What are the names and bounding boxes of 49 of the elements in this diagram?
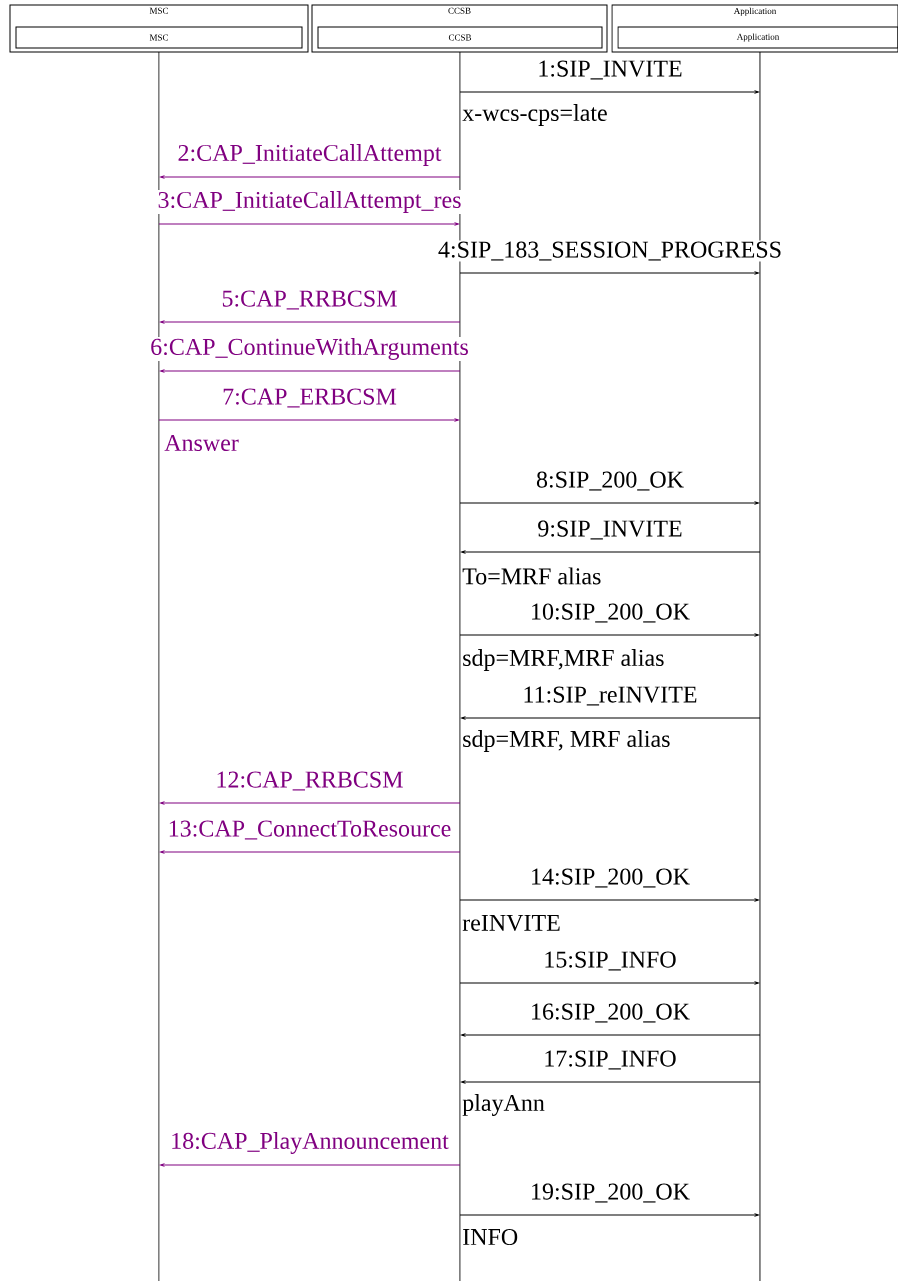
message-arrow: [459, 898, 759, 902]
message-arrow: [461, 550, 761, 554]
message-label: 11:SIP_reINVITE: [521, 685, 699, 707]
message-label: 8:SIP_200_OK: [535, 470, 685, 492]
message-arrow: [461, 1033, 761, 1037]
note-text: playAnn: [461, 1093, 546, 1117]
note-text: x-wcs-cps=late: [461, 103, 609, 127]
note-text: sdp=MRF, MRF alias: [461, 729, 672, 753]
message-label: 9:SIP_INVITE: [536, 519, 684, 541]
message-arrow: [459, 633, 759, 637]
message-label: 1:SIP_INVITE: [536, 59, 684, 81]
message-arrow: [160, 320, 461, 324]
message-arrow: [459, 501, 759, 505]
message-arrow: [158, 418, 459, 422]
message-arrow: [160, 175, 461, 179]
message-label: 12:CAP_RRBCSM: [214, 770, 405, 792]
message-label: 13:CAP_ConnectToResource: [166, 819, 453, 841]
message-label: 18:CAP_PlayAnnouncement: [169, 1131, 450, 1155]
note-text: Answer: [163, 433, 240, 453]
message-arrow: [160, 369, 461, 373]
message-label: 6:CAP_ContinueWithArguments: [149, 337, 470, 361]
message-label: 4:SIP_183_SESSION_PROGRESS: [436, 240, 784, 262]
participant-box: MSC: [15, 26, 303, 49]
message-arrow: [160, 1163, 461, 1167]
participant-box: CCSB: [317, 26, 603, 49]
message-arrow: [461, 716, 761, 720]
message-label: 16:SIP_200_OK: [529, 1002, 691, 1024]
message-arrow: [158, 222, 459, 226]
message-label: 14:SIP_200_OK: [529, 867, 691, 889]
note-text: To=MRF alias: [461, 566, 603, 586]
message-label: 10:SIP_200_OK: [529, 602, 691, 624]
note-text: sdp=MRF,MRF alias: [461, 648, 666, 672]
participant-box: Application: [617, 26, 898, 49]
message-label: 19:SIP_200_OK: [529, 1182, 691, 1204]
message-arrow: [459, 981, 759, 985]
message-label: 2:CAP_InitiateCallAttempt: [176, 143, 443, 167]
note-text: INFO: [461, 1227, 520, 1247]
message-arrow: [160, 850, 461, 854]
message-label: 17:SIP_INFO: [542, 1049, 678, 1071]
message-arrow: [461, 1080, 761, 1084]
message-label: 7:CAP_ERBCSM: [221, 387, 398, 409]
message-label: 15:SIP_INFO: [542, 950, 678, 972]
message-arrow: [459, 1213, 759, 1217]
message-arrow: [459, 90, 759, 94]
message-arrow: [459, 271, 759, 275]
message-label: 3:CAP_InitiateCallAttempt_res: [156, 190, 463, 214]
message-label: 5:CAP_RRBCSM: [220, 289, 399, 311]
message-arrow: [160, 801, 461, 805]
note-text: reINVITE: [461, 913, 562, 933]
